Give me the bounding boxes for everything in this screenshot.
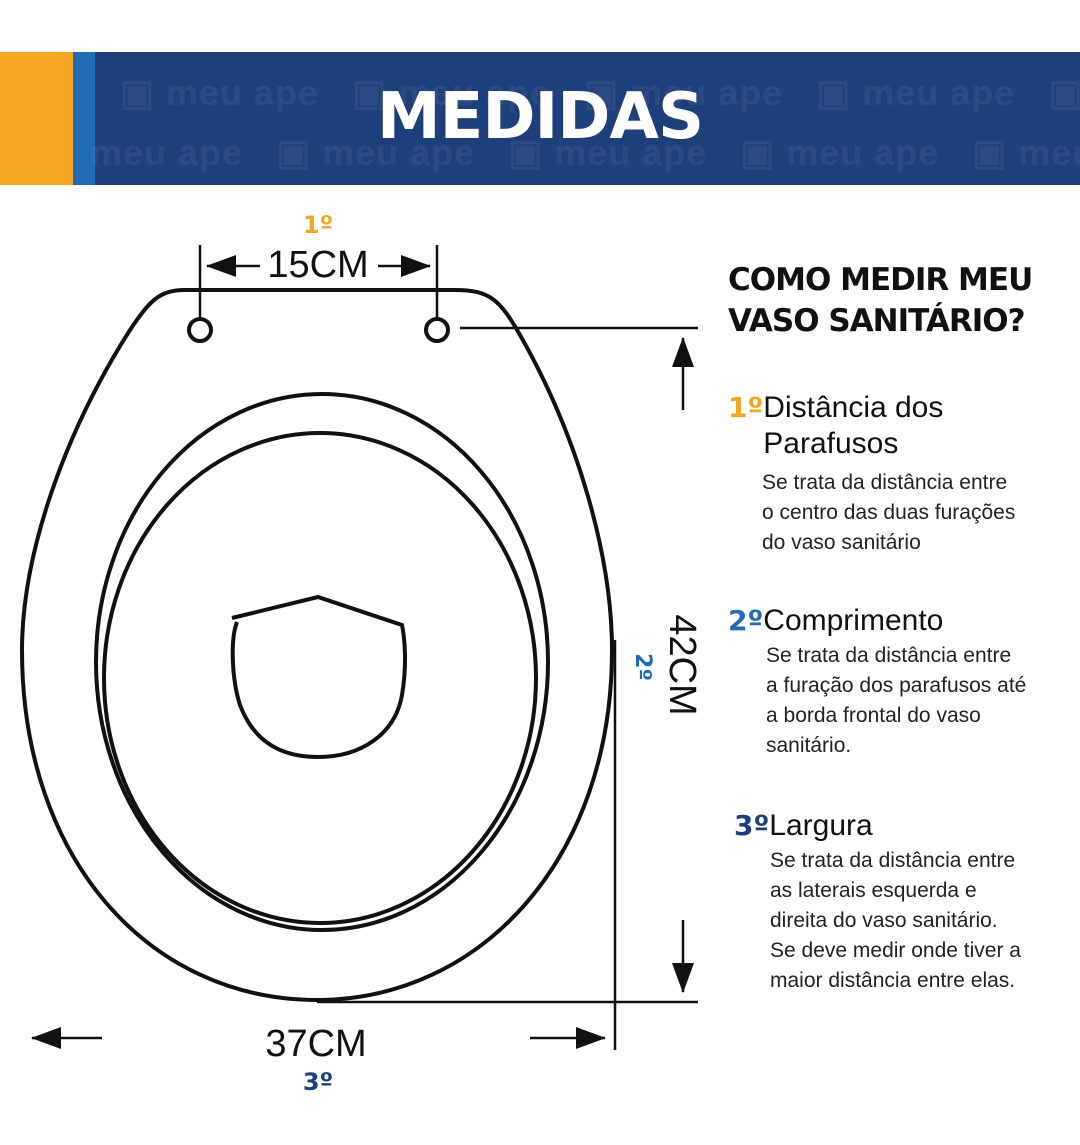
desc-line: direita do vaso sanitário. bbox=[770, 909, 998, 932]
step-number: 2º bbox=[728, 604, 764, 637]
instructions-panel: COMO MEDIR MEU VASO SANITÁRIO? 1º Distân… bbox=[728, 260, 1078, 992]
header-banner: ▣ meu ape ▣ meu ape ▣ meu ape ▣ meu ape … bbox=[0, 52, 1080, 185]
step2-marker: 2º bbox=[630, 653, 655, 681]
page-title: MEDIDAS bbox=[376, 80, 704, 154]
desc-line: sanitário. bbox=[766, 734, 852, 757]
length-label: 42CM bbox=[661, 614, 703, 715]
step-title: Largura bbox=[769, 808, 872, 844]
title-line: Comprimento bbox=[763, 604, 944, 637]
step-number: 1º bbox=[728, 391, 764, 424]
title-line: Largura bbox=[769, 809, 873, 842]
desc-line: Se trata da distância entre bbox=[766, 644, 1012, 667]
title-line: Distância dos bbox=[763, 391, 944, 424]
header-blue-stripe bbox=[73, 52, 95, 185]
desc-line: do vaso sanitário bbox=[762, 531, 921, 554]
step-number: 3º bbox=[734, 809, 770, 842]
question-heading: COMO MEDIR MEU VASO SANITÁRIO? bbox=[728, 260, 1078, 342]
question-line: COMO MEDIR MEU bbox=[728, 262, 1033, 298]
step-title: Comprimento bbox=[763, 603, 943, 639]
watermark: meu ape ▣ meu ape ▣ meu ape ▣ meu ape ▣ … bbox=[90, 132, 1080, 173]
width-label: 37CM bbox=[265, 1023, 366, 1065]
bolt-distance-label: 15CM bbox=[267, 244, 368, 286]
watermark: ▣ meu ape ▣ meu ape ▣ meu ape ▣ meu ape … bbox=[120, 72, 1080, 113]
step-description: Se trata da distância entre o centro das… bbox=[762, 468, 1015, 558]
desc-line: maior distância entre elas. bbox=[770, 969, 1016, 992]
seat-ring-outer bbox=[94, 392, 550, 932]
desc-line: Se trata da distância entre bbox=[762, 471, 1008, 494]
question-line: VASO SANITÁRIO? bbox=[728, 303, 1026, 339]
seat-ring-inner bbox=[102, 431, 538, 925]
bolt-hole-right bbox=[424, 317, 450, 343]
seat-outline bbox=[19, 288, 615, 1003]
title-line: Parafusos bbox=[763, 427, 899, 460]
step-2: 2º Comprimento Se trata da distância ent… bbox=[728, 603, 1026, 761]
desc-line: o centro das duas furações bbox=[762, 501, 1016, 524]
step3-marker: 3º bbox=[303, 1068, 333, 1096]
desc-line: as laterais esquerda e bbox=[770, 879, 977, 902]
step-3: 3º Largura Se trata da distância entre a… bbox=[734, 808, 1021, 996]
desc-line: Se trata da distância entre bbox=[770, 849, 1016, 872]
step1-marker: 1º bbox=[303, 211, 333, 239]
step-description: Se trata da distância entre a furação do… bbox=[766, 641, 1026, 761]
desc-line: a borda frontal do vaso bbox=[766, 704, 981, 727]
bolt-hole-left bbox=[187, 317, 213, 343]
header-orange-stripe bbox=[0, 52, 73, 185]
desc-line: a furação dos parafusos até bbox=[766, 674, 1027, 697]
seat-hole bbox=[230, 594, 408, 760]
desc-line: Se deve medir onde tiver a bbox=[770, 939, 1021, 962]
step-description: Se trata da distância entre as laterais … bbox=[770, 846, 1021, 996]
